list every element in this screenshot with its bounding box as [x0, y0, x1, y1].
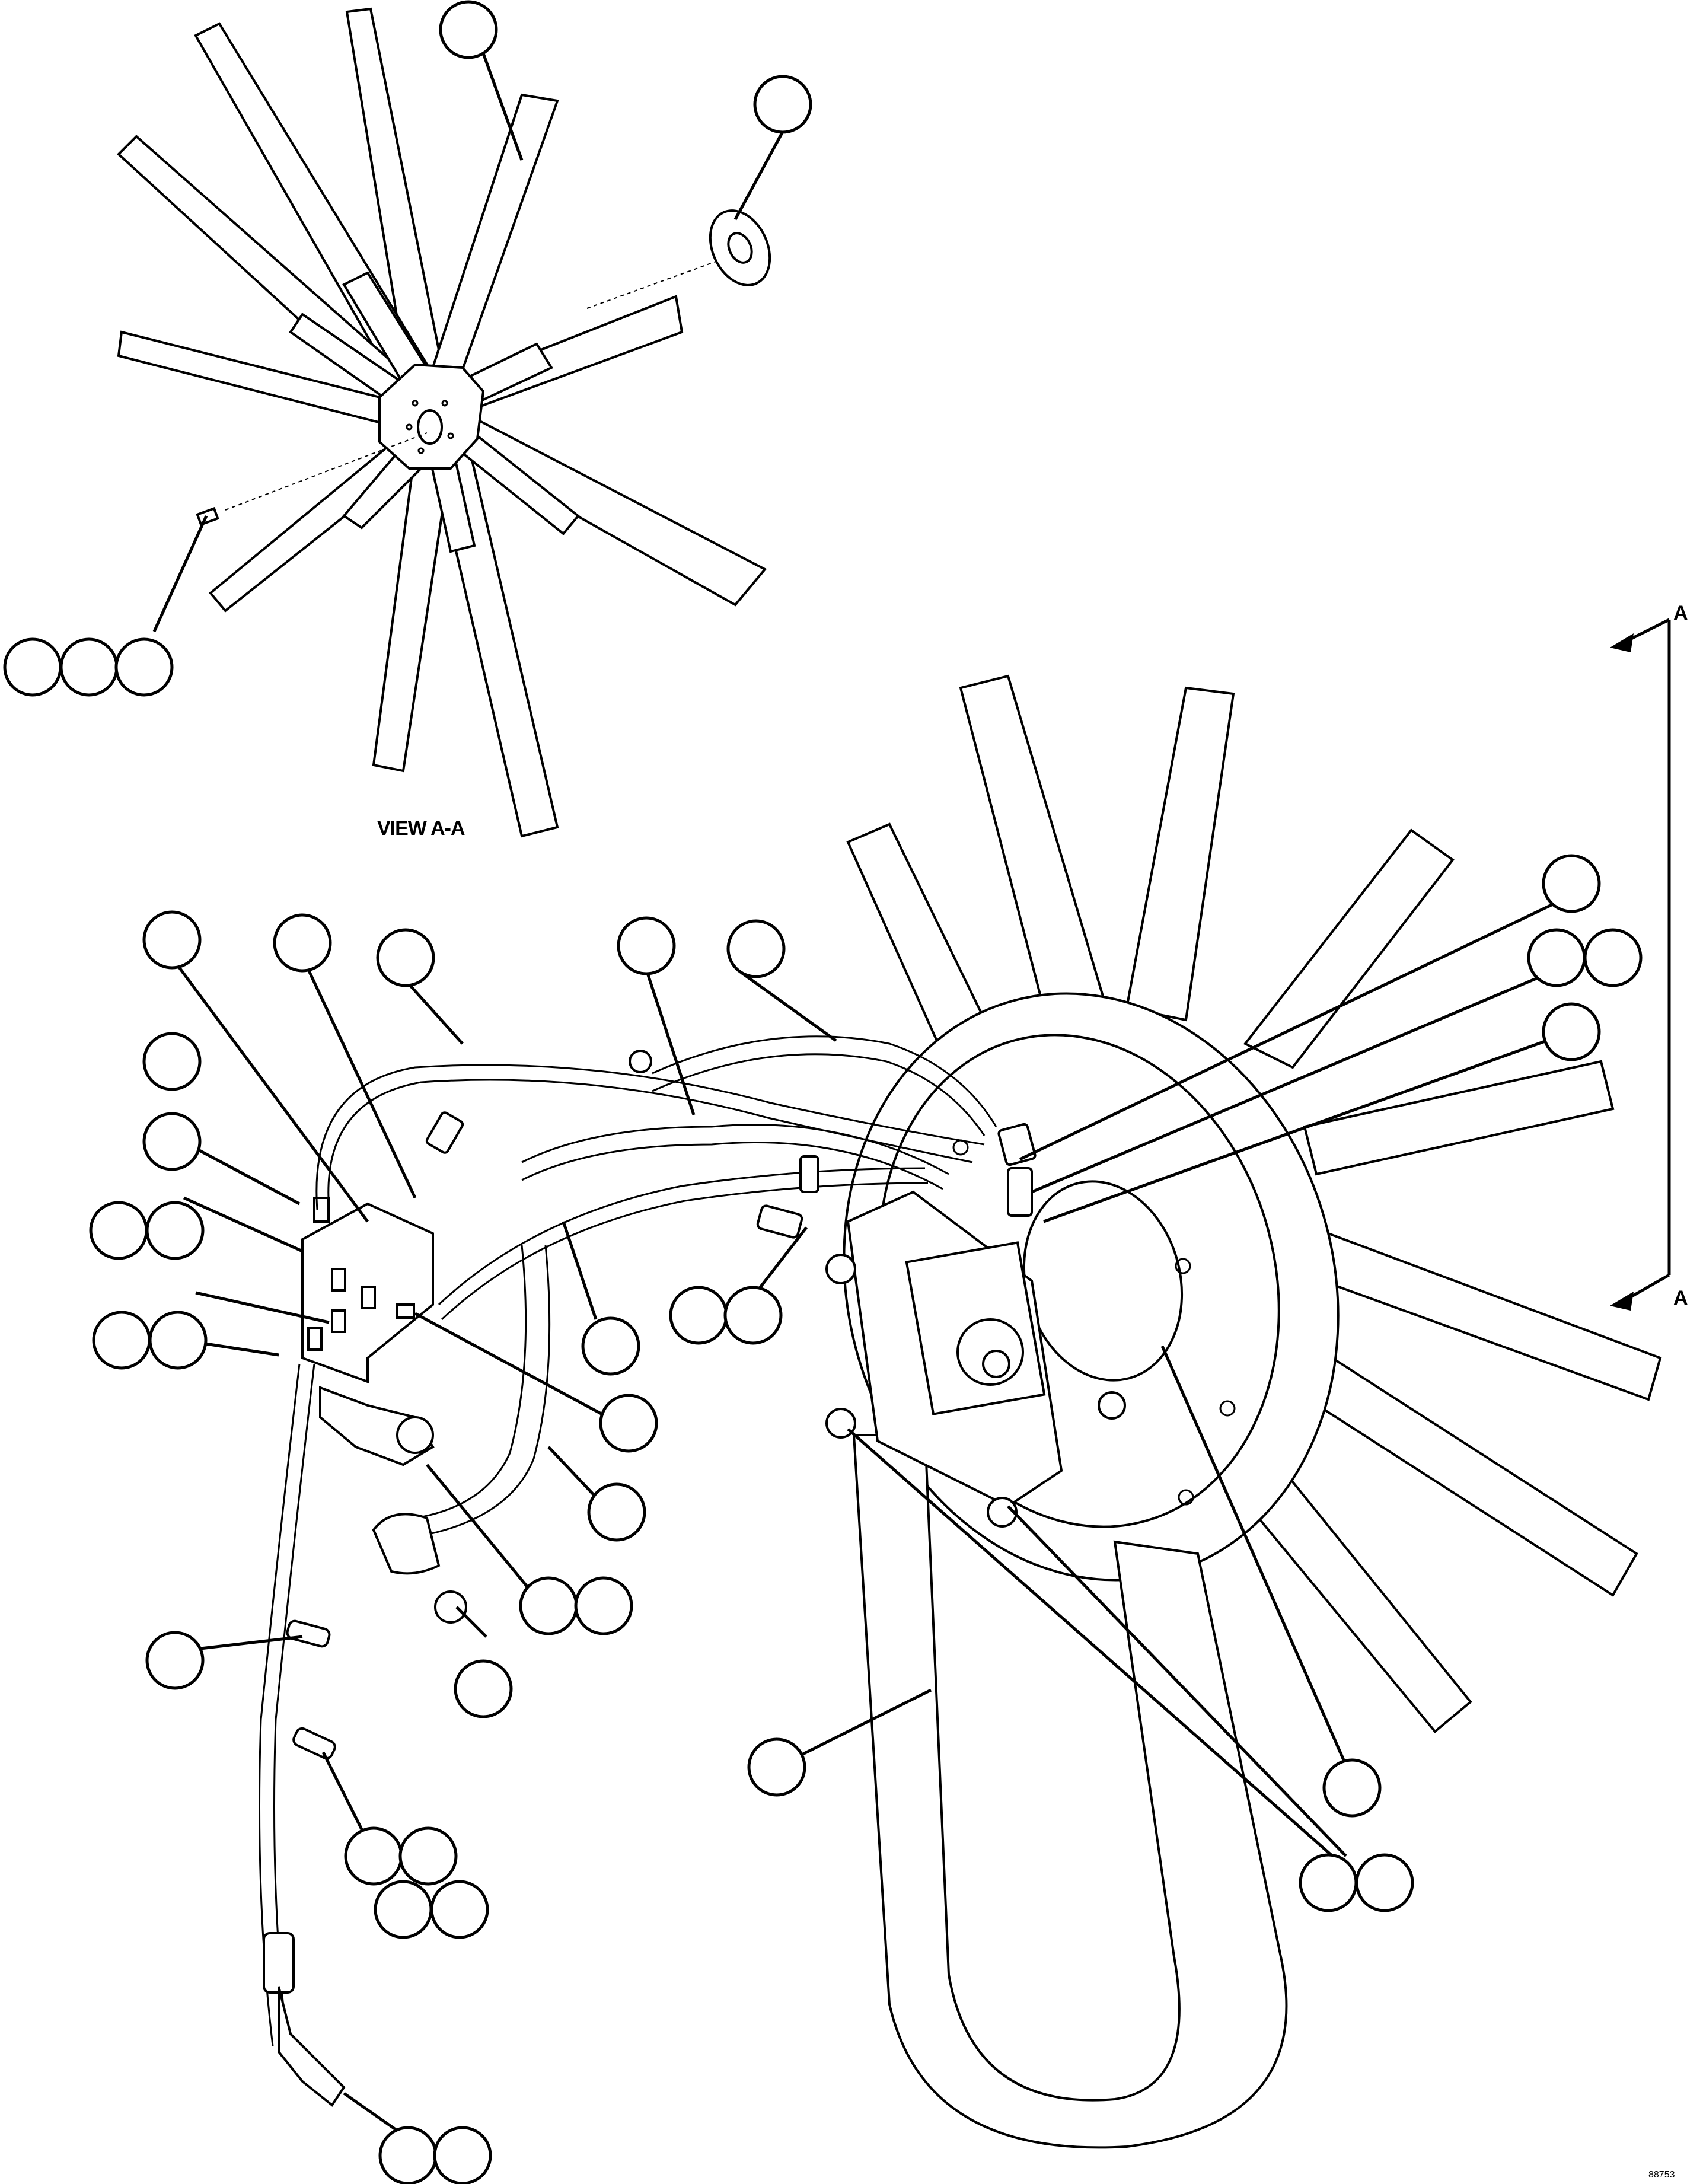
fan-bolt-holes: [406, 400, 454, 454]
callout-balloon: [1322, 1758, 1382, 1818]
callout-balloons: [3, 0, 1643, 2184]
callout-balloon: [617, 916, 676, 975]
fan-drive-assembly: [825, 674, 1662, 2149]
callout-balloon: [89, 1201, 148, 1260]
callout-balloon: [145, 1631, 205, 1690]
callout-balloon: [747, 1737, 806, 1797]
callout-balloon: [1527, 928, 1586, 987]
callout-balloon: [142, 910, 202, 970]
section-letter-top: A: [1673, 602, 1688, 624]
callout-balloon: [1299, 1853, 1358, 1912]
callout-leaders: [152, 53, 1573, 2137]
view-label: VIEW A-A: [377, 817, 465, 840]
callout-balloon: [1542, 854, 1601, 913]
motor-shaft-cap: [982, 1350, 1010, 1378]
callout-balloon: [148, 1311, 208, 1370]
callout-balloon: [59, 637, 119, 697]
callout-balloon: [376, 928, 435, 987]
callout-balloon: [1355, 1853, 1414, 1912]
callout-balloon: [574, 1576, 633, 1635]
callout-balloon: [378, 2126, 438, 2184]
callout-balloon: [114, 637, 174, 697]
callout-balloon: [3, 637, 62, 697]
callout-balloon: [723, 1286, 783, 1345]
callout-balloon: [439, 0, 498, 59]
callout-balloon: [1542, 1002, 1601, 1061]
callout-balloon: [430, 1880, 489, 1939]
callout-balloon: [454, 1659, 513, 1718]
bracket-bolts: [825, 1254, 1126, 1528]
callout-balloon: [142, 1112, 202, 1171]
callout-balloon: [1583, 928, 1643, 987]
shroud-bolts: [952, 1139, 1236, 1506]
callout-balloon: [581, 1316, 640, 1376]
callout-balloon: [726, 919, 786, 978]
callout-balloon: [92, 1311, 151, 1370]
callout-balloon: [753, 75, 812, 134]
callout-balloon: [599, 1394, 658, 1453]
section-letter-bottom: A: [1673, 1287, 1688, 1309]
drawing-id: 88753: [1648, 2170, 1675, 2180]
section-line-a-a: A A: [1610, 602, 1688, 1311]
callout-balloon: [587, 1482, 646, 1542]
callout-balloon: [669, 1286, 728, 1345]
callout-balloon: [433, 2126, 492, 2184]
main-fan-blades: [846, 674, 1662, 1733]
hose-fittings: [263, 1050, 1037, 2107]
callout-balloon: [145, 1201, 205, 1260]
fan-view-a-a: VIEW A-A: [117, 7, 771, 840]
fan-hub-center-hole: [417, 409, 443, 445]
callout-balloon: [374, 1880, 433, 1939]
callout-balloon: [273, 913, 332, 973]
drive-belt: [852, 1434, 1288, 2149]
callout-balloon: [519, 1576, 578, 1635]
callout-balloon: [142, 1032, 202, 1091]
callout-balloon: [344, 1826, 403, 1886]
fan-spacer-ring: [709, 209, 771, 286]
callout-balloon: [398, 1826, 458, 1886]
